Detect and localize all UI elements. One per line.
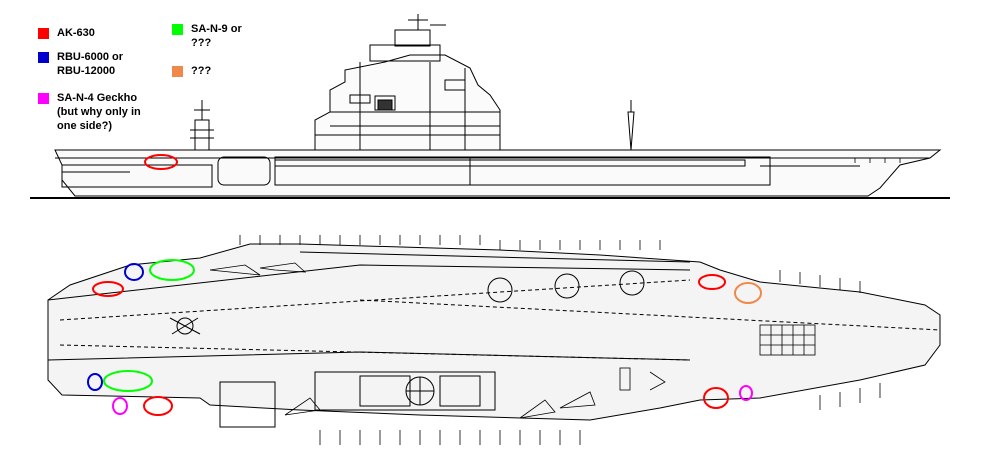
sa-n-4-marker-fwd — [739, 385, 753, 401]
legend-label: ??? — [191, 65, 212, 77]
sa-n-9-marker-stbd — [103, 370, 153, 392]
sa-n-4-marker-aft — [112, 397, 128, 415]
aircraft-symbol — [169, 317, 201, 335]
rbu-marker-stbd — [87, 373, 103, 391]
ak630-marker-port-aft — [92, 281, 124, 297]
rbu-marker-port — [124, 263, 144, 281]
legend-label: RBU-6000 or RBU-12000 — [57, 51, 124, 77]
legend-item-unknown: ??? — [172, 64, 211, 78]
deck-circle-1 — [487, 277, 513, 303]
ak630-marker-stbd-fwd — [703, 387, 729, 409]
unknown-marker — [734, 282, 762, 304]
ak630-marker-side — [144, 154, 178, 170]
ak630-marker-stbd-aft — [143, 396, 173, 416]
legend-item-ak630: AK-630 — [38, 26, 95, 40]
legend-swatch-green — [172, 24, 183, 35]
deck-grid — [759, 324, 816, 356]
legend-label: SA-N-4 Geckho (but why only in one side?… — [57, 92, 141, 132]
ak630-marker-port-fwd — [698, 274, 726, 290]
aft-mast — [190, 100, 214, 151]
flight-deck-outline — [47, 243, 941, 421]
weapon-markers — [87, 154, 762, 416]
legend-swatch-blue — [38, 52, 49, 63]
top-view — [47, 235, 941, 445]
side-profile — [30, 14, 950, 199]
island-superstructure — [314, 14, 501, 151]
legend-swatch-magenta — [38, 93, 49, 104]
sa-n-9-marker-port — [149, 259, 195, 281]
island-top — [219, 371, 496, 428]
sponson-lines — [239, 235, 881, 445]
legend-label: SA-N-9 or ??? — [191, 23, 242, 49]
legend-label: AK-630 — [57, 27, 95, 39]
deck-circle-3 — [619, 270, 645, 296]
deck-circle-2 — [554, 273, 580, 299]
legend-swatch-red — [38, 28, 49, 39]
legend-swatch-orange — [172, 66, 183, 77]
legend-item-rbu: RBU-6000 or RBU-12000 — [38, 50, 123, 78]
parked-aircraft — [209, 262, 666, 419]
legend-item-sa-n-9: SA-N-9 or ??? — [172, 22, 242, 50]
ski-jump-markers — [627, 100, 635, 151]
legend-item-sa-n-4: SA-N-4 Geckho (but why only in one side?… — [38, 91, 141, 133]
